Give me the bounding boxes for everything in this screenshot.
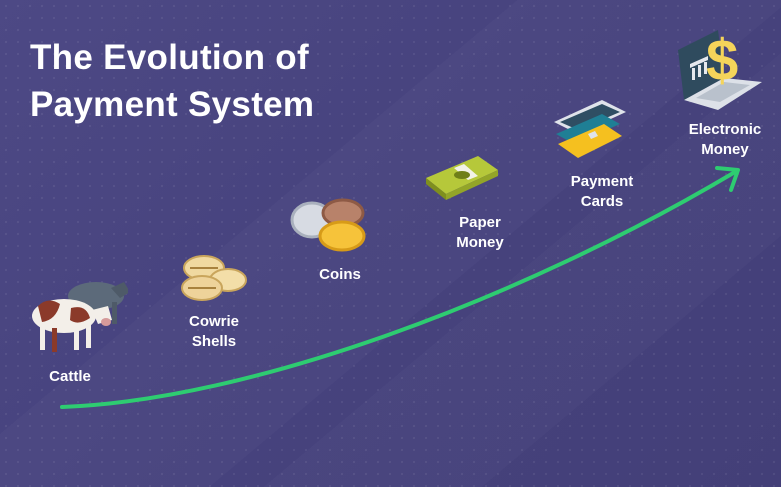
stage-label-payment-cards: Payment Cards [560,172,644,212]
stage-label-cattle: Cattle [38,367,102,387]
stage-label-electronic-money: Electronic Money [680,120,770,160]
label-line: Coins [319,266,361,283]
title-line-2: Payment System [30,85,315,124]
payment-cards-icon [554,100,626,158]
paper-money-icon [426,156,498,200]
arrow-head-icon [715,166,740,192]
svg-text:$: $ [706,28,738,93]
label-line: Paper [459,214,501,231]
cowrie-shells-icon [181,255,247,301]
title-line-1: The Evolution of [30,38,309,77]
label-line: Cowrie [188,313,239,330]
label-line: Cattle [49,368,91,385]
stage-label-paper-money: Paper Money [440,213,520,253]
coins-icon [290,198,366,252]
label-line: Payment [570,173,634,190]
label-line: Money [456,234,504,251]
arrow-line [60,170,737,409]
page-title: The Evolution of Payment System [30,34,314,128]
laptop-dollar-icon: $ [678,28,762,110]
label-line: Money [701,141,749,158]
label-line: Shells [191,333,237,350]
label-line: Cards [580,193,624,210]
stage-label-cowrie-shells: Cowrie Shells [178,312,250,352]
label-line: Electronic [688,121,762,138]
stage-label-coins: Coins [300,265,380,285]
cattle-icon [32,282,128,352]
